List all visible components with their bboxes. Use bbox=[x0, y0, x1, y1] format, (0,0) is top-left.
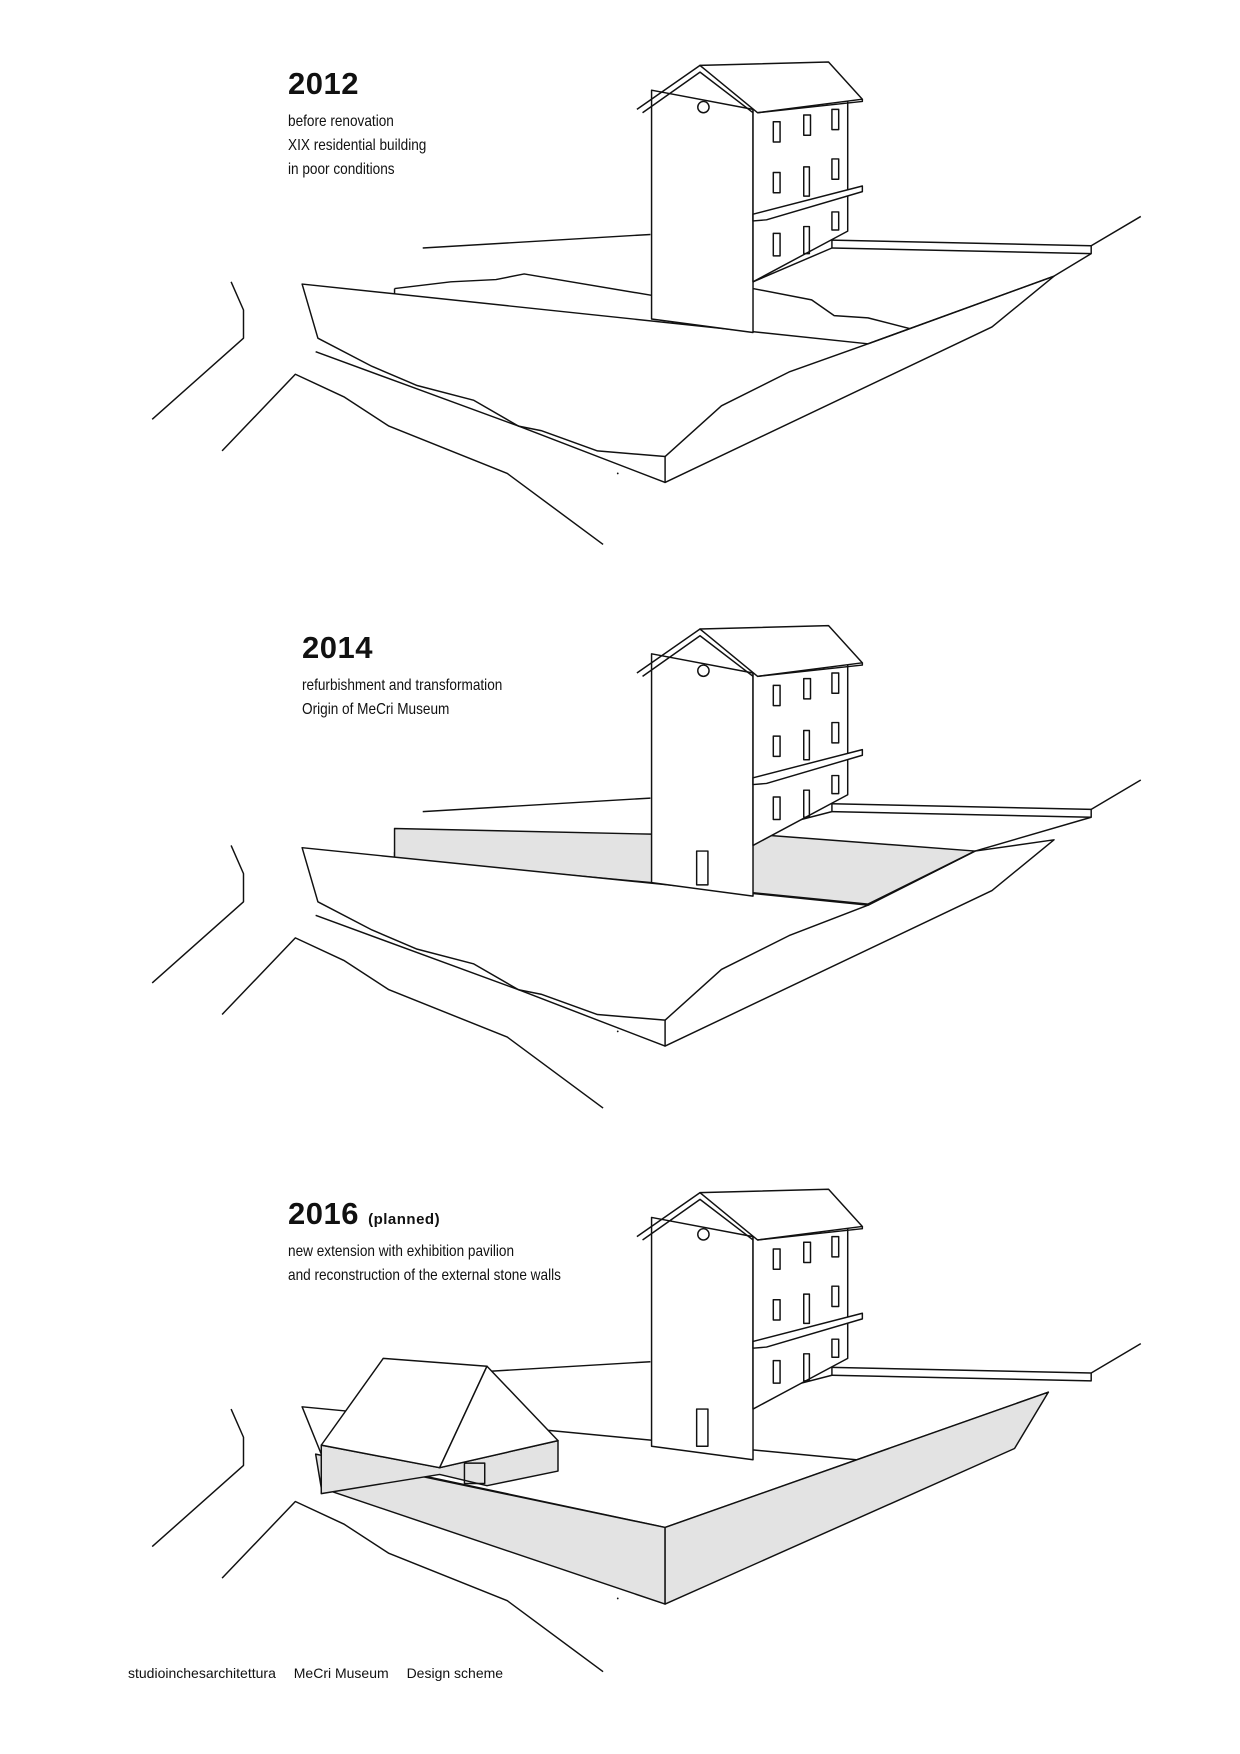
description-line: XIX residential building bbox=[288, 137, 427, 154]
footer-studio: studioinchesarchitettura bbox=[128, 1665, 276, 1681]
description-line: new extension with exhibition pavilion bbox=[288, 1243, 515, 1260]
panel-2012-caption: 2012 before renovation XIX residential b… bbox=[288, 66, 451, 182]
footer: studioinchesarchitettura MeCri Museum De… bbox=[128, 1665, 517, 1681]
panel-2016-caption: 2016 (planned) new extension with exhibi… bbox=[288, 1196, 609, 1288]
year-label: 2016 bbox=[288, 1196, 359, 1231]
panel-2014-drawing bbox=[151, 624, 1142, 1109]
panel-2016-drawing bbox=[151, 1188, 1142, 1673]
description-line: refurbishment and transformation bbox=[302, 677, 503, 694]
description-line: Origin of MeCri Museum bbox=[302, 701, 450, 718]
year-label: 2014 bbox=[302, 630, 373, 665]
year-label: 2012 bbox=[288, 66, 359, 101]
description-line: and reconstruction of the external stone… bbox=[288, 1267, 561, 1284]
footer-title: Design scheme bbox=[406, 1665, 504, 1681]
description-line: in poor conditions bbox=[288, 161, 395, 178]
planned-note: (planned) bbox=[368, 1211, 441, 1228]
description-line: before renovation bbox=[288, 113, 394, 130]
panel-2012-drawing bbox=[151, 61, 1142, 546]
panel-2014-caption: 2014 refurbishment and transformation Or… bbox=[302, 630, 538, 722]
footer-project: MeCri Museum bbox=[293, 1665, 389, 1681]
